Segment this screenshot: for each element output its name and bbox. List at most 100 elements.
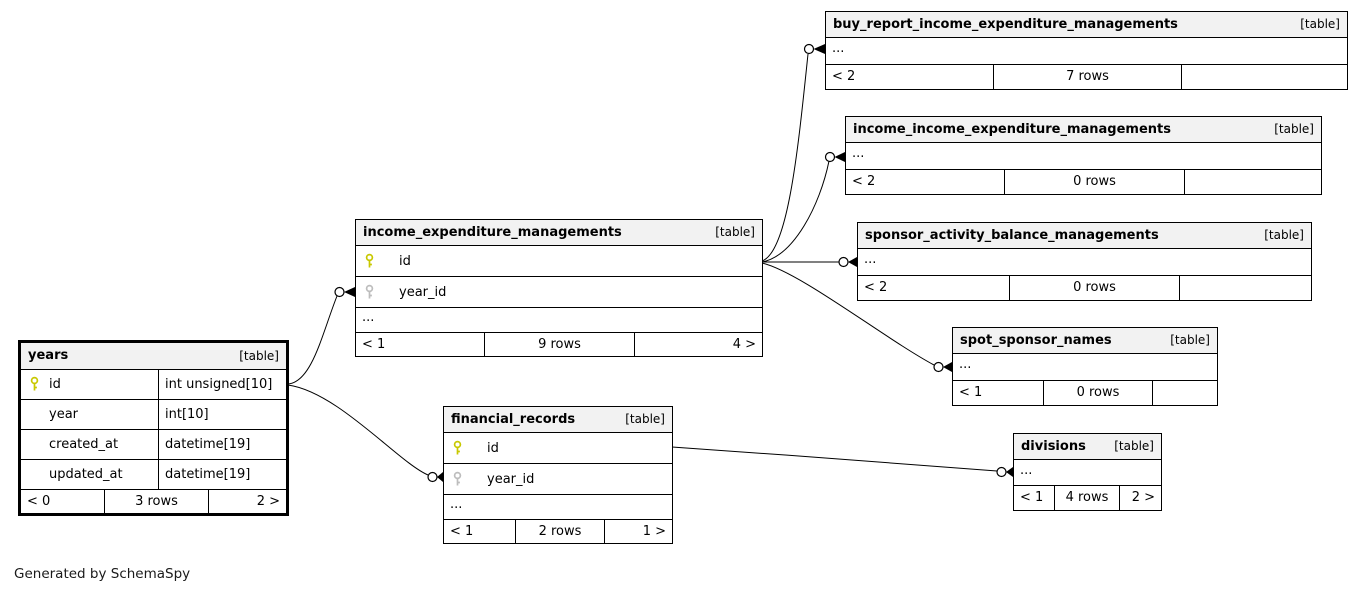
table-footer: < 1 4 rows 2 > — [1014, 486, 1161, 510]
primary-key-icon — [29, 376, 40, 393]
table-header: financial_records [table] — [444, 407, 672, 433]
footer-children-degree: < 2 — [832, 69, 856, 84]
column-row: created_at datetime[19] — [21, 430, 286, 460]
edge-circle — [996, 466, 1007, 478]
table-header: buy_report_income_expenditure_management… — [826, 12, 1347, 38]
footer-parents-degree — [1184, 170, 1321, 194]
footer-row-count: 0 rows — [1043, 381, 1152, 405]
table-sponsor-activity-balance-managements[interactable]: sponsor_activity_balance_managements [ta… — [857, 222, 1312, 301]
table-footer: < 1 0 rows — [953, 381, 1217, 405]
table-tag: [table] — [1300, 17, 1340, 31]
footer-parents-degree: 2 > — [208, 490, 286, 513]
table-footer: < 1 9 rows 4 > — [356, 333, 762, 356]
edge-iem-to-buy-report — [761, 53, 809, 262]
column-type: datetime[19] — [158, 460, 286, 489]
ellipsis-row: ... — [356, 308, 762, 333]
primary-key-icon — [452, 440, 463, 457]
column-type: int unsigned[10] — [158, 370, 286, 399]
footer-children-degree: < 2 — [864, 280, 888, 295]
table-header: income_expenditure_managements [table] — [356, 220, 762, 246]
table-divisions[interactable]: divisions [table] ... < 1 4 rows 2 > — [1013, 433, 1162, 511]
table-buy-report-income-expenditure-managements[interactable]: buy_report_income_expenditure_management… — [825, 11, 1348, 90]
edge-arrow — [437, 472, 443, 482]
table-name: spot_sponsor_names — [960, 333, 1112, 348]
footer-row-count: 9 rows — [484, 333, 634, 356]
column-name: id — [399, 253, 411, 269]
table-header: income_income_expenditure_managements [t… — [846, 117, 1321, 143]
table-tag: [table] — [1114, 439, 1154, 453]
edge-circle — [838, 256, 849, 268]
edge-circle — [933, 361, 944, 373]
edge-financial-to-divisions — [671, 446, 998, 472]
footer-children-degree: < 1 — [959, 385, 983, 400]
footer-row-count: 2 rows — [515, 520, 604, 543]
column-row: year_id — [444, 464, 672, 495]
table-footer: < 1 2 rows 1 > — [444, 520, 672, 543]
table-tag: [table] — [239, 349, 279, 363]
table-financial-records[interactable]: financial_records [table] id year_id ...… — [443, 406, 673, 544]
table-spot-sponsor-names[interactable]: spot_sponsor_names [table] ... < 1 0 row… — [952, 327, 1218, 406]
no-key-spacer — [29, 436, 40, 453]
no-key-spacer — [29, 406, 40, 423]
column-row: updated_at datetime[19] — [21, 460, 286, 490]
ellipsis-row: ... — [1014, 460, 1161, 486]
table-footer: < 2 0 rows — [858, 276, 1311, 300]
table-tag: [table] — [625, 412, 665, 426]
column-name: year_id — [487, 471, 535, 487]
footer-row-count: 0 rows — [1004, 170, 1184, 194]
ellipsis-row: ... — [444, 495, 672, 520]
no-key-spacer — [29, 466, 40, 483]
edge-circle — [334, 286, 345, 298]
footer-children-degree: < 1 — [362, 337, 386, 352]
footer-children-degree: < 0 — [27, 494, 51, 509]
column-row: year_id — [356, 277, 762, 308]
footer-row-count: 4 rows — [1054, 486, 1119, 510]
footer-children-degree: < 1 — [450, 524, 474, 539]
edge-arrow — [943, 362, 952, 372]
column-row: id int unsigned[10] — [21, 370, 286, 400]
column-name: year_id — [399, 284, 447, 300]
generator-note: Generated by SchemaSpy — [14, 566, 191, 582]
table-name: financial_records — [451, 412, 576, 427]
footer-parents-degree — [1152, 381, 1217, 405]
edge-circle — [427, 471, 438, 483]
footer-parents-degree — [1181, 65, 1347, 89]
table-tag: [table] — [715, 225, 755, 239]
primary-key-icon — [364, 253, 375, 270]
edge-arrow — [834, 152, 845, 162]
table-tag: [table] — [1274, 122, 1314, 136]
column-name: year — [49, 407, 79, 422]
table-tag: [table] — [1170, 333, 1210, 347]
edge-arrow — [1006, 467, 1013, 477]
table-tag: [table] — [1264, 228, 1304, 242]
table-name: years — [28, 348, 69, 363]
edge-arrow — [344, 287, 355, 297]
column-row: id — [356, 246, 762, 277]
column-row: id — [444, 433, 672, 464]
table-name: divisions — [1021, 439, 1086, 454]
table-income-income-expenditure-managements[interactable]: income_income_expenditure_managements [t… — [845, 116, 1322, 195]
edge-iem-to-income-income — [761, 160, 830, 263]
table-header: divisions [table] — [1014, 434, 1161, 460]
table-years[interactable]: years [table] id int unsigned[10] year i… — [18, 340, 289, 516]
ellipsis-row: ... — [953, 354, 1217, 381]
column-type: datetime[19] — [158, 430, 286, 459]
column-name: id — [487, 440, 499, 456]
footer-parents-degree — [1179, 276, 1311, 300]
table-income-expenditure-managements[interactable]: income_expenditure_managements [table] i… — [355, 219, 763, 357]
edge-years-to-financial-records — [287, 384, 429, 476]
table-name: buy_report_income_expenditure_management… — [833, 17, 1178, 32]
ellipsis-row: ... — [826, 38, 1347, 65]
column-row: year int[10] — [21, 400, 286, 430]
table-name: sponsor_activity_balance_managements — [865, 228, 1159, 243]
column-type: int[10] — [158, 400, 286, 429]
footer-parents-degree: 2 > — [1119, 486, 1161, 510]
footer-row-count: 7 rows — [993, 65, 1181, 89]
foreign-key-icon — [364, 284, 375, 301]
edge-iem-to-spot-sponsor — [761, 262, 935, 366]
footer-children-degree: < 1 — [1020, 490, 1044, 505]
footer-children-degree: < 2 — [852, 174, 876, 189]
edge-arrow — [813, 44, 825, 54]
table-name: income_income_expenditure_managements — [853, 122, 1171, 137]
table-header: years [table] — [21, 343, 286, 370]
